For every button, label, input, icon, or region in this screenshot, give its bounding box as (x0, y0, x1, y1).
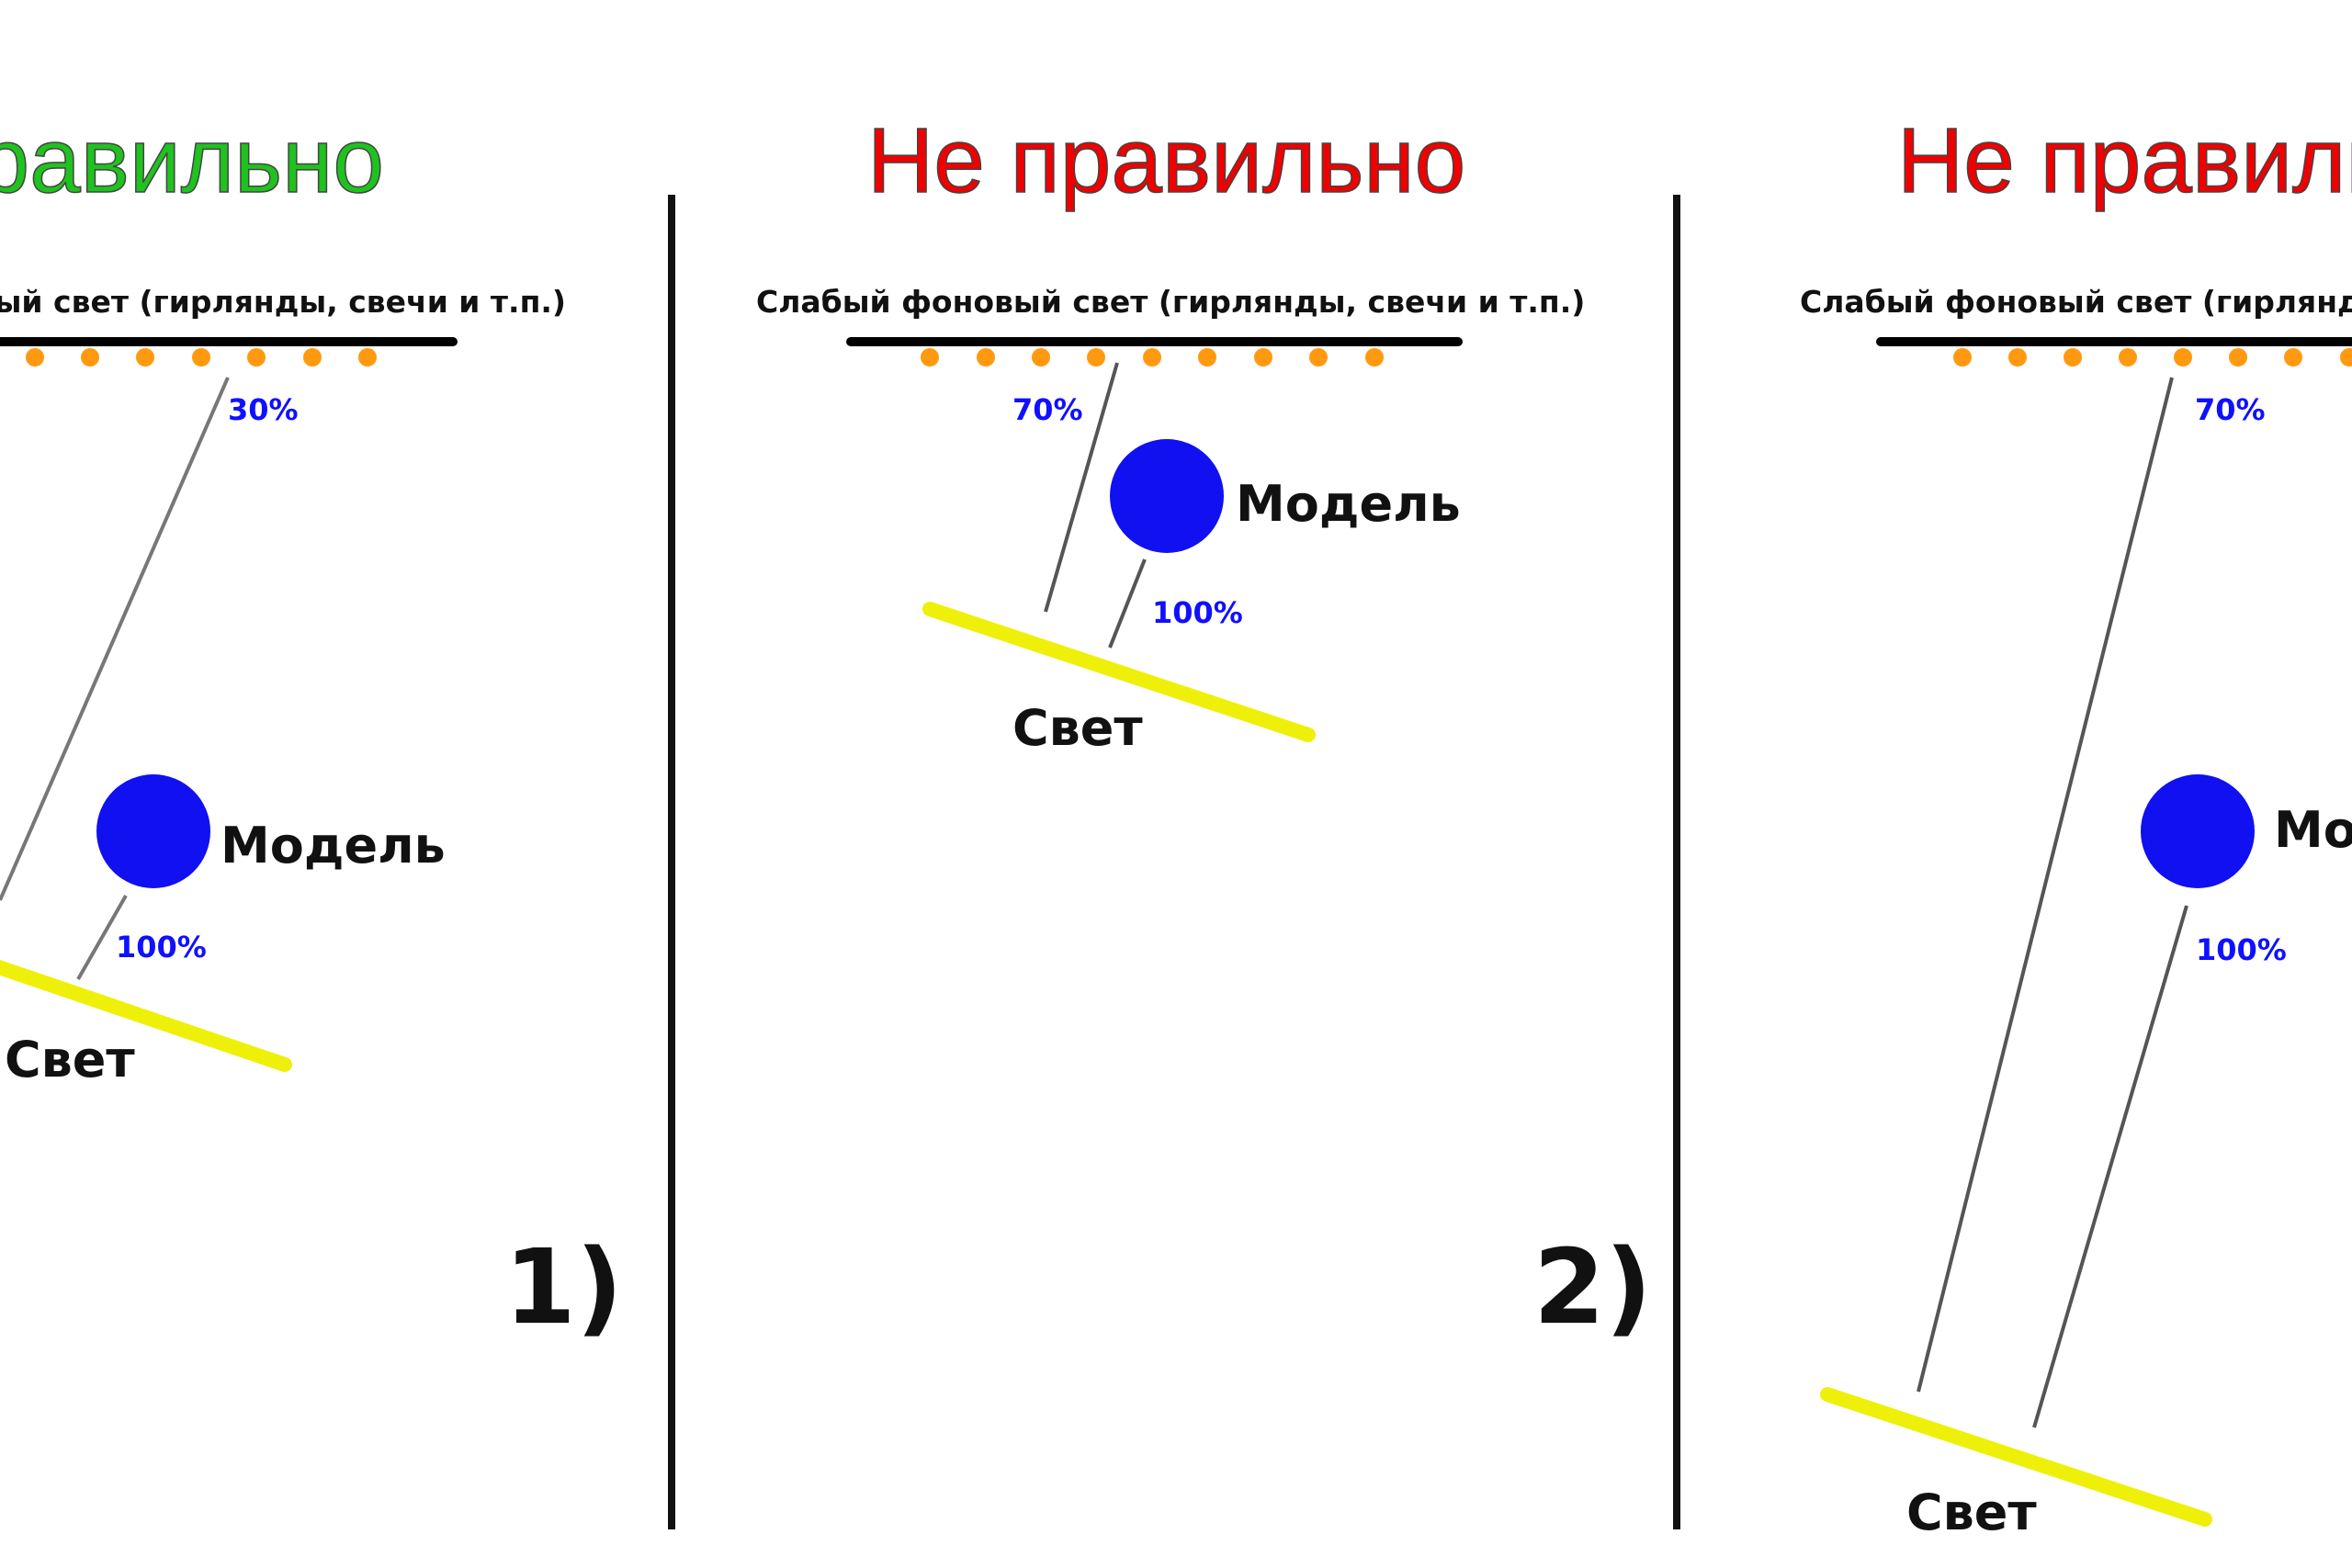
garland-dot (1143, 348, 1161, 367)
light-percent: 100% (116, 930, 207, 964)
garland-dot (247, 348, 266, 367)
light-source (1820, 1387, 2212, 1527)
main-light-ray (2032, 905, 2188, 1428)
garland-dot (1087, 348, 1105, 367)
model-label: Модель (2274, 801, 2352, 859)
garland-dot (1309, 348, 1328, 367)
panel-number: 1) (504, 1228, 623, 1348)
garland-dot (2064, 348, 2082, 367)
garland-dot (1032, 348, 1050, 367)
light-percent: 100% (1152, 595, 1243, 630)
garland-dot (1254, 348, 1272, 367)
panel-1: Правильно Слабый фоновый свет (гирлянды,… (0, 108, 623, 1348)
background-light-ray (0, 377, 230, 901)
garland-dot (2284, 348, 2302, 367)
model-circle (2141, 774, 2255, 888)
main-light-ray (76, 895, 128, 980)
light-source (0, 959, 292, 1072)
garland-dot (2174, 348, 2192, 367)
background-light-ray (1044, 362, 1119, 613)
light-label: Свет (1906, 1483, 2037, 1541)
garland-dot (358, 348, 377, 367)
background-light-ray (1917, 377, 2174, 1393)
garland-dot (977, 348, 995, 367)
garland-dots (1953, 348, 2352, 367)
panel-number: 2) (1533, 1228, 1652, 1348)
background-percent: 70% (1012, 392, 1083, 427)
background-percent: 70% (2195, 392, 2266, 427)
garland-dot (2340, 348, 2352, 367)
garland-dots (921, 348, 1384, 367)
background-light-label: Слабый фоновый свет (гирлянды, свечи и т… (1800, 284, 2352, 320)
model-circle (1110, 439, 1224, 553)
model-label: Модель (1236, 475, 1461, 533)
light-source (922, 602, 1316, 742)
garland-dot (2008, 348, 2027, 367)
garland-dot (81, 348, 99, 367)
garland-dot (303, 348, 322, 367)
background-light-label: Слабый фоновый свет (гирлянды, свечи и т… (0, 284, 566, 320)
light-label: Свет (1012, 699, 1143, 757)
garland-dot (921, 348, 939, 367)
garland-dot (2119, 348, 2137, 367)
main-light-ray (1108, 558, 1147, 649)
garland-dot (136, 348, 154, 367)
garland-dot (26, 348, 44, 367)
garland-dots (26, 348, 377, 367)
panel-title: Правильно (0, 109, 384, 212)
panel-2: Не правильно Слабый фоновый свет (гирлян… (756, 108, 1652, 1348)
light-percent: 100% (2196, 932, 2287, 967)
model-label: Модель (220, 817, 446, 874)
panel-title: Не правильно (1897, 109, 2352, 212)
model-circle (96, 774, 210, 888)
garland-dot (1953, 348, 1972, 367)
background-percent: 30% (228, 392, 299, 427)
garland-dot (1365, 348, 1384, 367)
panel-3: Не правильно Слабый фоновый свет (гирлян… (1800, 108, 2352, 1541)
background-light-label: Слабый фоновый свет (гирлянды, свечи и т… (756, 284, 1585, 320)
garland-dot (2229, 348, 2247, 367)
light-label: Свет (5, 1031, 135, 1089)
garland-dot (1198, 348, 1216, 367)
garland-dot (192, 348, 210, 367)
panel-title: Не правильно (867, 109, 1465, 212)
